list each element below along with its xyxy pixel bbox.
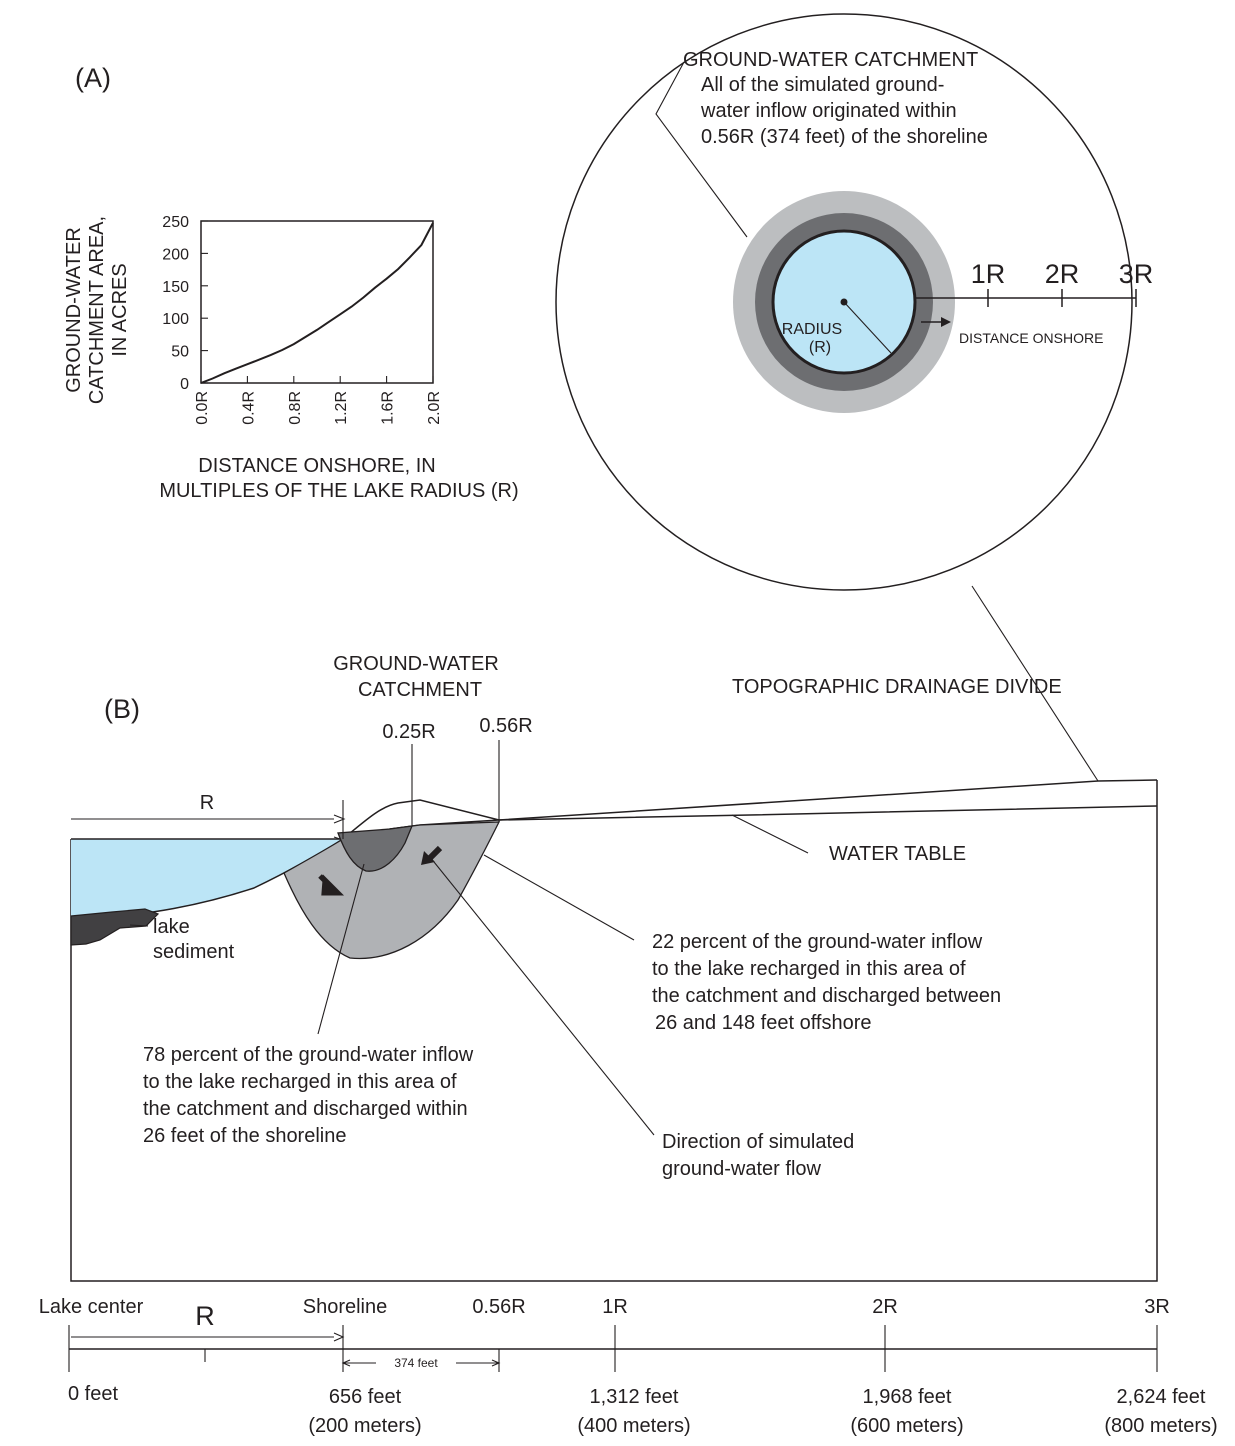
- radius-arrow-tail: [333, 836, 341, 840]
- chart-ylabel: GROUND-WATER CATCHMENT AREA, IN ACRES: [63, 216, 131, 404]
- scale-bottom-label: 656 feet: [329, 1386, 402, 1408]
- chart-ylabel-line: CATCHMENT AREA,: [86, 216, 108, 404]
- scale-top-label: Lake center: [39, 1296, 144, 1318]
- scale-bottom-label: 1,312 feet: [590, 1386, 679, 1408]
- lake-sediment: [70, 908, 160, 946]
- note-78-leader: [317, 863, 365, 1035]
- drainage-divide-circle: [555, 13, 1133, 591]
- chart-y-tick-label: 200: [162, 246, 189, 263]
- chart-x-tick-label: 2.0R: [426, 391, 443, 425]
- scale-bottom-label: 0 feet: [68, 1383, 118, 1405]
- scale-bottom-label: (600 meters): [850, 1415, 963, 1437]
- chart-y-tick-label: 50: [171, 344, 189, 361]
- chart-x-tick-label: 1.6R: [380, 391, 397, 425]
- scale-bottom-label: (200 meters): [308, 1415, 421, 1437]
- arrow-head-icon: [333, 1332, 345, 1342]
- chart-plot-frame: [200, 220, 434, 384]
- chart-x-ticks: 0.0R 0.4R 0.8R 1.2R 1.6R 2.0R: [194, 376, 443, 425]
- note-22-line: the catchment and discharged between: [652, 985, 1001, 1007]
- scale-bottom-label: 1,968 feet: [863, 1386, 952, 1408]
- chart-xlabel-line: MULTIPLES OF THE LAKE RADIUS (R): [159, 480, 518, 502]
- scale-top-label: 2R: [872, 1296, 898, 1318]
- lake-section: [71, 839, 343, 920]
- divide-label: TOPOGRAPHIC DRAINAGE DIVIDE: [732, 676, 1062, 698]
- scale-bottom-label: (800 meters): [1104, 1415, 1217, 1437]
- scale-top-label: Shoreline: [303, 1296, 388, 1318]
- note-78-line: 26 feet of the shoreline: [143, 1125, 346, 1147]
- arrow-head-icon: [491, 1359, 501, 1367]
- panel-b-label: (B): [104, 694, 140, 724]
- chart-x-tick-label: 0.0R: [194, 391, 211, 425]
- radius-symbol-b: R: [200, 792, 214, 814]
- catchment-inner-zone: [337, 825, 414, 872]
- scale-top-label: 3R: [1144, 1296, 1170, 1318]
- note-78-line: to the lake recharged in this area of: [143, 1071, 457, 1093]
- note-22-line: to the lake recharged in this area of: [652, 958, 966, 980]
- radius-label: RADIUS: [782, 321, 842, 338]
- flow-arrow-icon: [318, 874, 345, 896]
- note-22-line: 22 percent of the ground-water inflow: [652, 931, 983, 953]
- distance-tick-label: 2R: [1045, 259, 1080, 289]
- catchment-outer-zone: [283, 821, 501, 960]
- chart-x-tick-label: 0.4R: [240, 391, 257, 425]
- radius-line: [843, 301, 892, 354]
- distance-tick-label: 3R: [1119, 259, 1154, 289]
- chart-ylabel-line: GROUND-WATER: [63, 227, 85, 393]
- chart-xlabel-line: DISTANCE ONSHORE, IN: [198, 455, 435, 477]
- catchment-note-line: All of the simulated ground-: [701, 74, 944, 96]
- divide-connector-line: [971, 585, 1099, 782]
- scale-bottom-label: 2,624 feet: [1117, 1386, 1206, 1408]
- flow-label-line: Direction of simulated: [662, 1131, 854, 1153]
- scale-top-label: 1R: [602, 1296, 628, 1318]
- catchment-header-line: GROUND-WATER: [333, 653, 499, 675]
- scale-span-label: 374 feet: [394, 1356, 438, 1370]
- scale-top-label: 0.56R: [472, 1296, 525, 1318]
- scale-bottom-label: (400 meters): [577, 1415, 690, 1437]
- section-frame: [70, 780, 1158, 1282]
- catchment-title: GROUND-WATER CATCHMENT: [683, 49, 978, 71]
- note-78-line: the catchment and discharged within: [143, 1098, 468, 1120]
- note-22-leader: [483, 854, 635, 941]
- flow-label-line: ground-water flow: [662, 1158, 822, 1180]
- note-22-line: 26 and 148 feet offshore: [655, 1012, 871, 1034]
- chart-y-ticks: 0 50 100 150 200 250: [162, 214, 208, 393]
- mark-025r-label: 0.25R: [382, 721, 435, 743]
- catchment-note-line: 0.56R (374 feet) of the shoreline: [701, 126, 988, 148]
- note-78-line: 78 percent of the ground-water inflow: [143, 1044, 474, 1066]
- mark-056r-label: 0.56R: [479, 715, 532, 737]
- catchment-note-line: water inflow originated within: [700, 100, 957, 122]
- sediment-label-line: sediment: [153, 941, 235, 963]
- chart-series-line: [200, 222, 434, 384]
- chart-y-tick-label: 0: [180, 376, 189, 393]
- panel-a-label: (A): [75, 63, 111, 93]
- chart-y-tick-label: 250: [162, 214, 189, 231]
- arrow-head-icon: [941, 317, 951, 327]
- arrow-head-icon: [333, 814, 346, 824]
- chart-y-tick-label: 100: [162, 311, 189, 328]
- arrow-head-icon: [421, 851, 435, 865]
- chart-x-tick-label: 1.2R: [333, 391, 350, 425]
- land-surface-line: [342, 779, 1158, 840]
- chart-x-tick-label: 0.8R: [287, 391, 304, 425]
- chart-ylabel-line: IN ACRES: [109, 263, 131, 356]
- scale-radius-symbol: R: [195, 1301, 215, 1331]
- radius-symbol: (R): [809, 339, 831, 356]
- water-table-leader: [731, 814, 809, 854]
- sediment-leader-line: [129, 924, 149, 927]
- catchment-header-line: CATCHMENT: [358, 679, 482, 701]
- distance-onshore-label: DISTANCE ONSHORE: [959, 330, 1103, 346]
- flow-leader: [429, 856, 655, 1136]
- chart-y-tick-label: 150: [162, 279, 189, 296]
- catchment-leader-line: [655, 61, 748, 238]
- water-table-label: WATER TABLE: [829, 843, 966, 865]
- distance-tick-label: 1R: [971, 259, 1006, 289]
- sediment-label-line: lake: [153, 916, 190, 938]
- arrow-head-icon: [341, 1359, 351, 1367]
